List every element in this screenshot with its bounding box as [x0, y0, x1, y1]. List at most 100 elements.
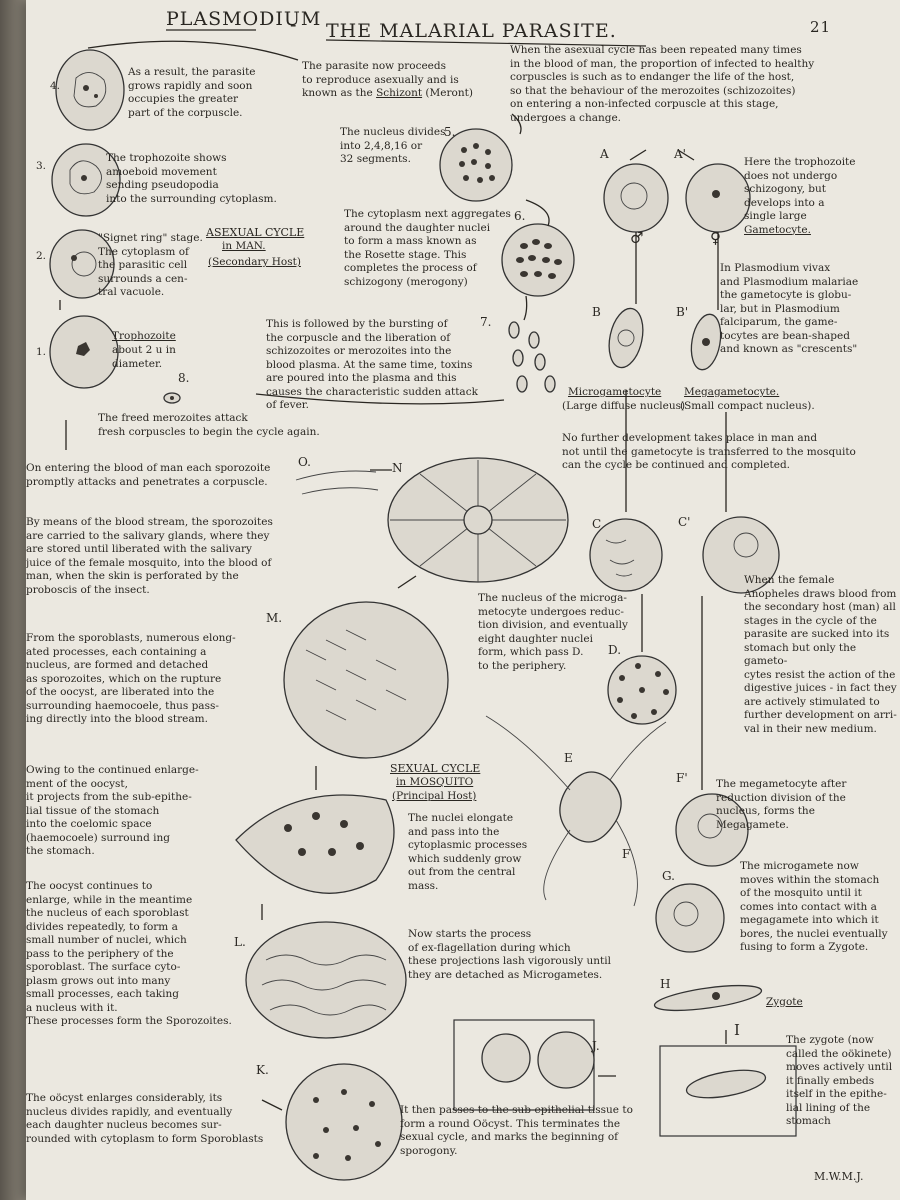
gametocyte-term: Gametocyte.	[744, 223, 811, 236]
stage-C-cell	[589, 518, 663, 592]
stage-oocyst-projecting	[235, 794, 395, 894]
label-4: 4.	[50, 80, 61, 92]
note-no-further-development: No further development takes place in ma…	[562, 432, 856, 471]
note-blood-stream: By means of the blood stream, the sporoz…	[26, 516, 273, 596]
note-bursting: This is followed by the bursting of the …	[266, 318, 478, 411]
stage-7-merozoites	[508, 321, 556, 393]
note-stage-4: As a result, the parasite grows rapidly …	[128, 66, 256, 119]
stage-G-cell	[655, 883, 725, 953]
label-5: 5.	[444, 125, 456, 139]
note-reduction-division: The nucleus of the microga- metocyte und…	[478, 592, 628, 672]
label-C2: C'	[678, 515, 691, 529]
stage-H-zygote	[653, 984, 763, 1012]
label-A: A	[600, 147, 609, 161]
note-oocyst-continues: The oocyst continues to enlarge, while i…	[26, 880, 232, 1027]
label-H: H	[660, 977, 671, 991]
stage-L-oocyst	[245, 921, 407, 1039]
note-ookinete: The zygote (now called the oökinete) mov…	[786, 1034, 893, 1127]
asexual-cycle-heading: ASEXUAL CYCLE	[206, 226, 305, 239]
female-symbol: ♀	[710, 229, 721, 247]
label-megagametocyte-sub: (Small compact nucleus).	[680, 400, 815, 412]
label-A2: A'	[674, 147, 686, 161]
stage-C2-cell	[702, 516, 780, 594]
note-nucleus-divides: The nucleus divides into 2,4,8,16 or 32 …	[340, 126, 446, 165]
note-female-draws-blood: When the female Anopheles draws blood fr…	[744, 574, 897, 735]
asexual-cycle-host: (Secondary Host)	[208, 256, 301, 268]
stage-K-oocyst	[285, 1063, 403, 1181]
label-I: I	[734, 1021, 740, 1039]
stage-6-rosette-cell	[501, 223, 575, 297]
gametocyte-A-cell	[603, 163, 669, 233]
stage-I-ookinete	[659, 1045, 797, 1137]
stage-4-cell	[55, 49, 125, 131]
label-C: C	[592, 517, 602, 531]
author-initials: M.W.M.J.	[814, 1170, 864, 1183]
label-microgametocyte: Microgametocyte	[568, 386, 662, 398]
label-O: O.	[298, 455, 311, 469]
label-6: 6.	[514, 209, 526, 223]
stage-1-cell	[49, 315, 119, 389]
sexual-cycle-heading: SEXUAL CYCLE	[390, 762, 481, 775]
male-symbol: ♂	[630, 229, 644, 247]
label-L: L.	[234, 935, 246, 949]
note-stage-2: "Signet ring" stage. The cytoplasm of th…	[98, 232, 203, 298]
label-G: G.	[662, 869, 675, 883]
note-sub-epithelial: It then passes to the sub-epithelial tis…	[400, 1104, 633, 1157]
stage-F2-megagamete	[675, 793, 749, 867]
label-N: N	[392, 461, 403, 475]
note-gametocyte: Here the trophozoite does not undergo sc…	[744, 156, 856, 236]
label-7: 7.	[480, 315, 492, 329]
stage-O-sporozoites	[295, 470, 379, 495]
microgametocyte-B	[608, 307, 644, 369]
label-B2: B'	[676, 305, 689, 319]
note-continued-enlargement: Owing to the continued enlarge- ment of …	[26, 764, 199, 857]
note-megagamete: The megametocyte after reduction divisio…	[716, 778, 847, 831]
label-F: F	[622, 847, 631, 861]
stage-J-oocyst	[453, 1019, 595, 1111]
note-trophozoite-size: about 2 u in diameter.	[112, 344, 176, 370]
notebook-page: PLASMODIUM - THE MALARIAL PARASITE. 21 4…	[26, 0, 900, 1200]
stage-5-schizont-cell	[439, 128, 513, 202]
label-K: K.	[256, 1063, 269, 1077]
sexual-cycle-in-mosquito: in MOSQUITO	[396, 776, 474, 788]
note-entering-blood: On entering the blood of man each sporoz…	[26, 462, 271, 488]
label-B: B	[592, 305, 601, 319]
schizont-term: Schizont	[376, 87, 423, 99]
note-nuclei-elongate: The nuclei elongate and pass into the cy…	[408, 812, 528, 892]
label-8: 8.	[178, 371, 190, 385]
stage-2-cell	[49, 229, 115, 299]
title-malarial-parasite: THE MALARIAL PARASITE.	[326, 20, 617, 42]
stage-E-exflagellation	[485, 715, 667, 907]
note-vivax: In Plasmodium vivax and Plasmodium malar…	[720, 262, 859, 355]
note-sporoblasts: From the sporoblasts, numerous elong- at…	[26, 632, 236, 725]
note-top-right: When the asexual cycle has been repeated…	[510, 44, 815, 124]
note-microgamete: The microgamete now moves within the sto…	[740, 860, 888, 953]
title-dash: -	[290, 14, 298, 36]
label-megagametocyte: Megagametocyte.	[684, 386, 780, 398]
note-rosette: The cytoplasm next aggregates around the…	[344, 208, 511, 288]
megagametocyte-B2	[690, 313, 722, 371]
stage-M-oocyst	[283, 601, 449, 759]
label-E: E	[564, 751, 573, 765]
note-schizont: The parasite now proceeds to reproduce a…	[302, 60, 473, 99]
stage-N-salivary-gland	[387, 457, 569, 583]
note-oocyst-enlarges: The oöcyst enlarges considerably, its nu…	[26, 1092, 264, 1145]
stage-8-merozoite	[163, 392, 181, 404]
label-zygote: Zygote	[766, 996, 803, 1008]
note-trophozoite: Trophozoite	[112, 330, 176, 342]
stage-3-cell	[51, 143, 121, 217]
asexual-cycle-in-man: in MAN.	[222, 240, 266, 252]
sexual-cycle-host: (Principal Host)	[392, 790, 477, 802]
life-cycle-diagram	[49, 29, 797, 1181]
label-3: 3.	[36, 160, 47, 172]
note-stage-3: The trophozoite shows amoeboid movement …	[106, 152, 277, 205]
title-plasmodium: PLASMODIUM	[166, 8, 322, 30]
label-microgametocyte-sub: (Large diffuse nucleus)	[562, 400, 686, 412]
page-number: 21	[810, 18, 832, 36]
gametocyte-A2-cell	[685, 163, 751, 233]
label-D: D.	[608, 643, 622, 657]
book-binding	[0, 0, 26, 1200]
label-J: J.	[592, 1039, 600, 1053]
label-F2: F'	[676, 771, 688, 785]
label-2: 2.	[36, 250, 47, 262]
